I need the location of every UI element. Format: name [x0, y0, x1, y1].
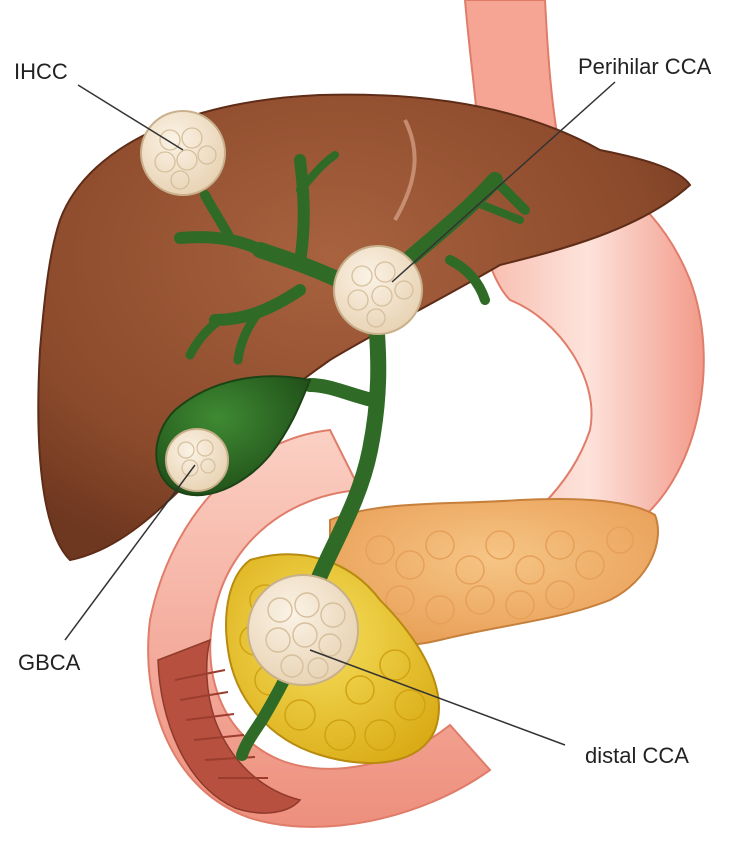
label-ihcc: IHCC	[14, 61, 68, 83]
label-distal-cca: distal CCA	[585, 745, 689, 767]
tumor-gbca	[166, 429, 228, 491]
tumor-ihcc	[141, 111, 225, 195]
tumor-perihilar	[334, 246, 422, 334]
label-perihilar-cca: Perihilar CCA	[578, 56, 711, 78]
tumor-distal-cca	[248, 575, 358, 685]
label-gbca: GBCA	[18, 652, 80, 674]
